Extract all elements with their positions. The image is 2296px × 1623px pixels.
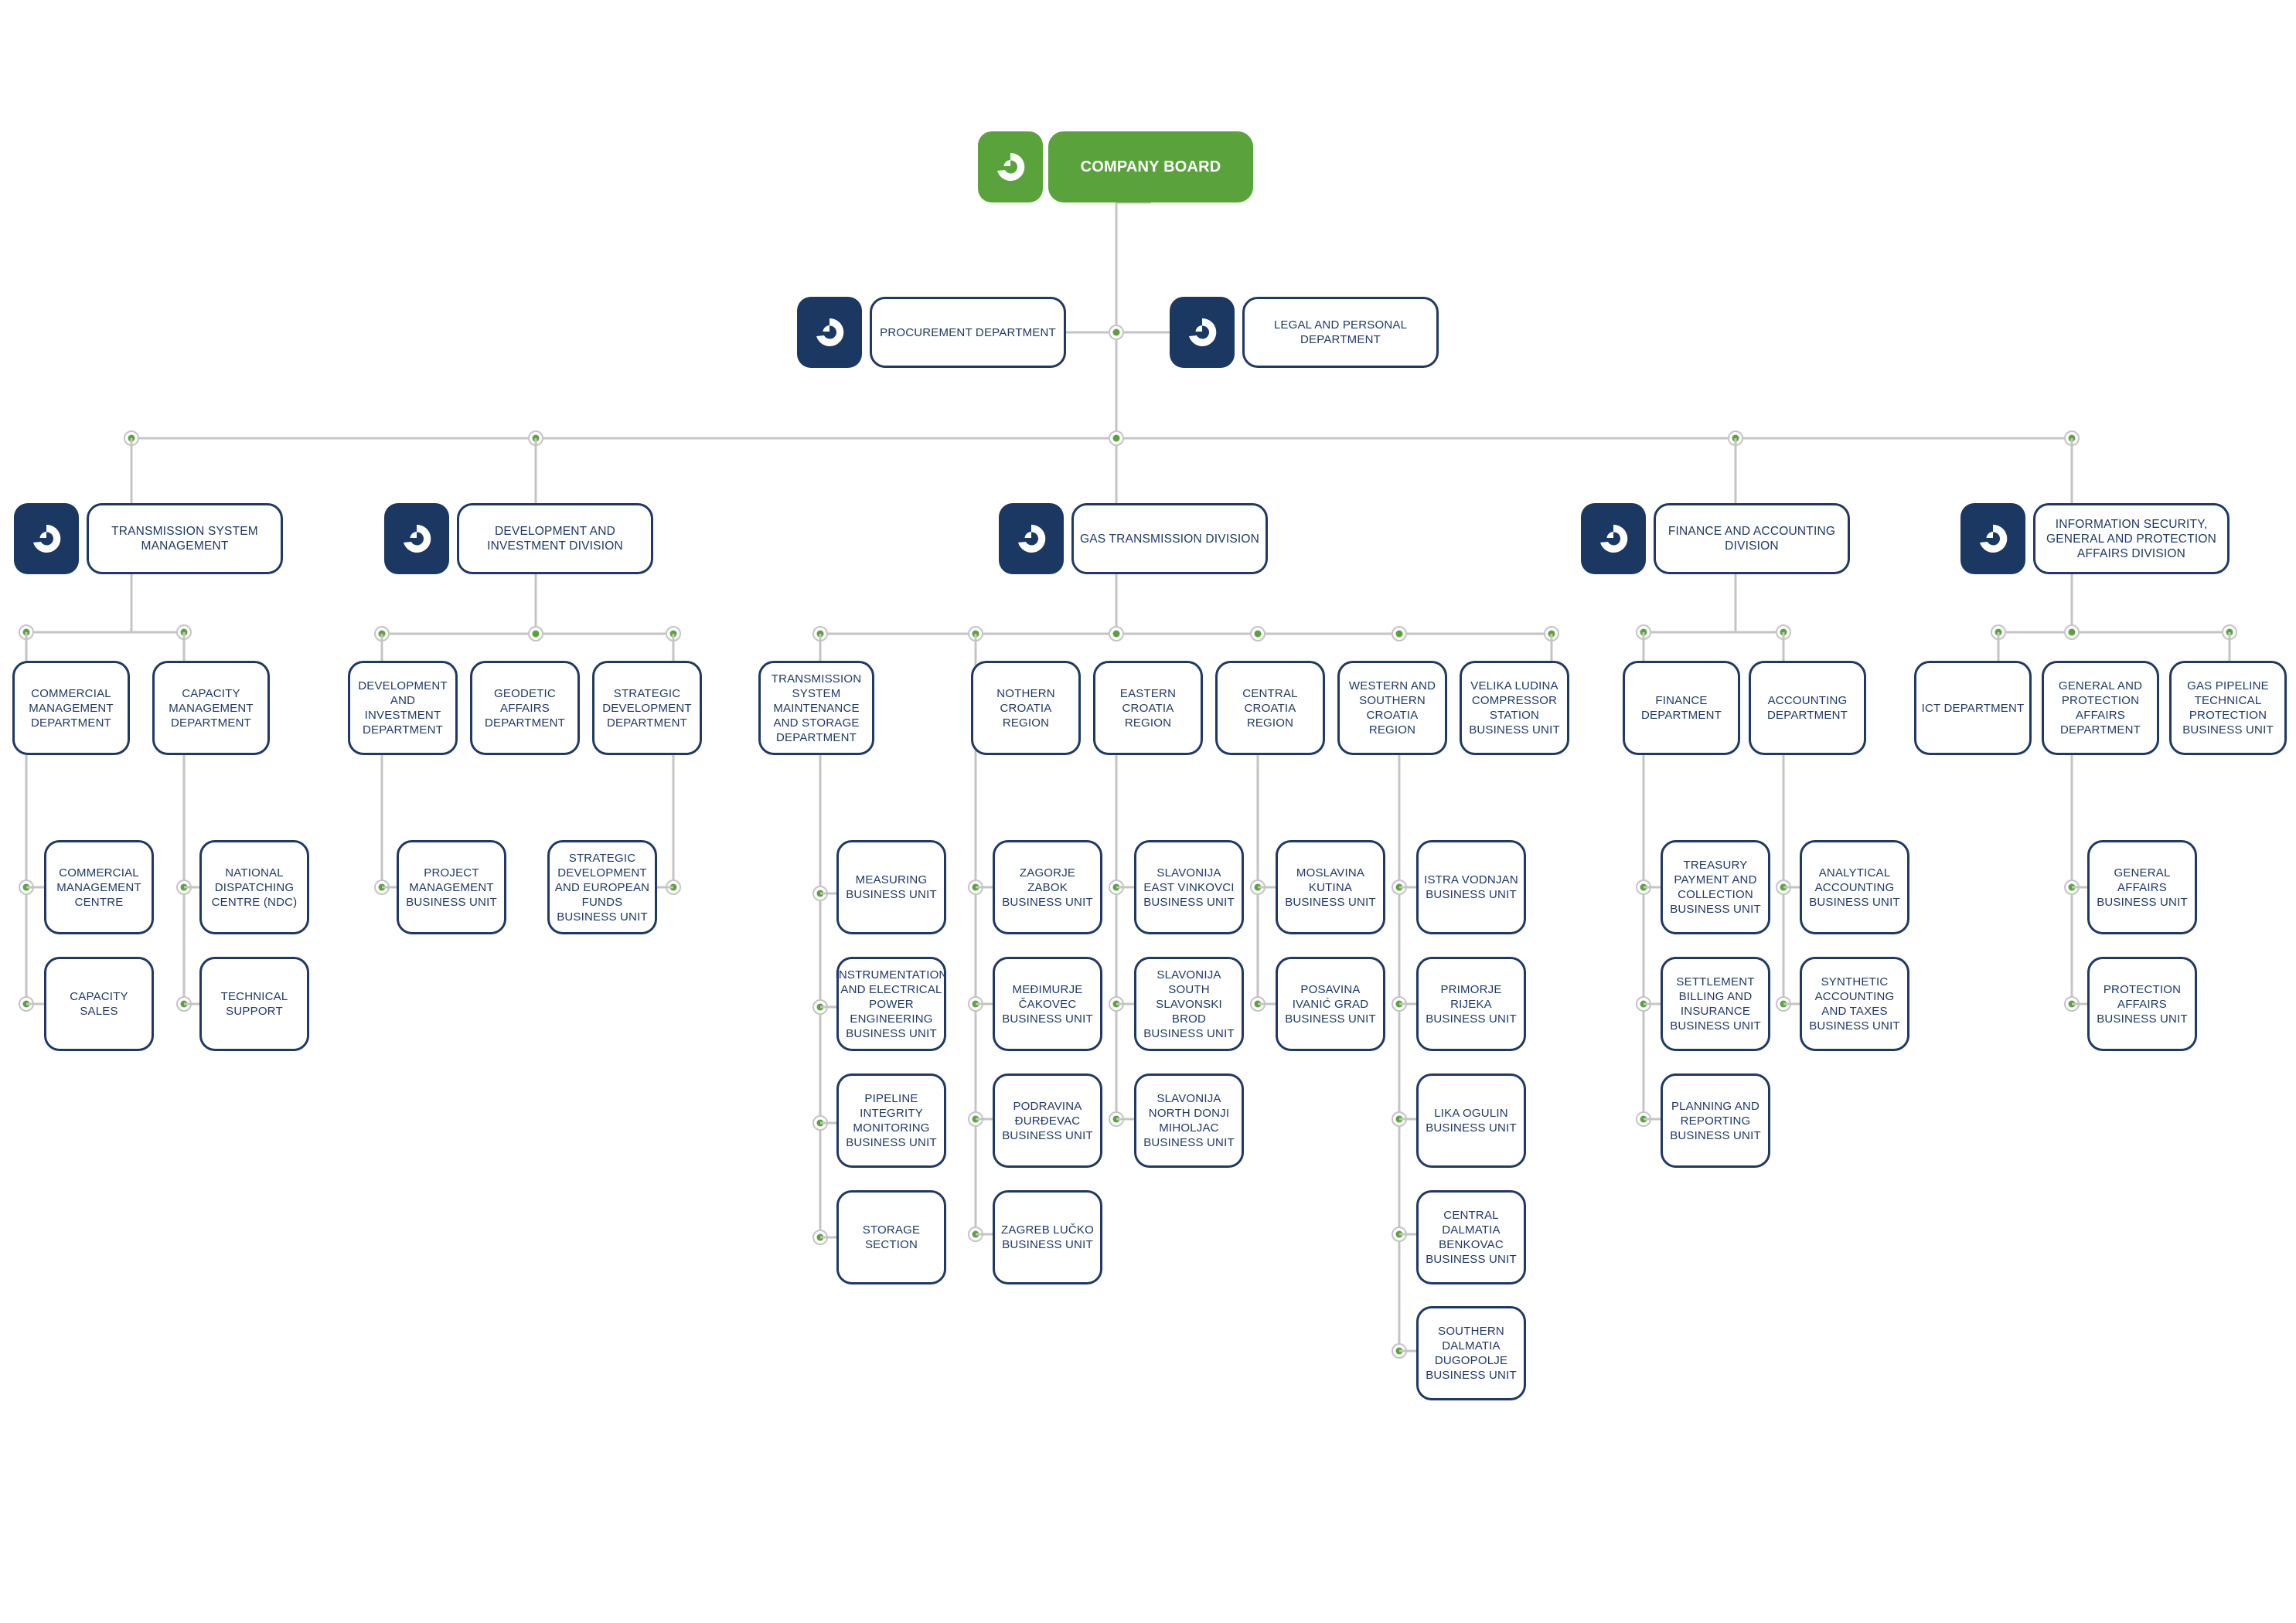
primorje-unit-box[interactable]: PRIMORJE RIJEKA BUSINESS UNIT [1416,957,1526,1051]
logo-mark [1018,524,1046,553]
southern-dalmatia-unit-box[interactable]: SOUTHERN DALMATIA DUGOPOLJE BUSINESS UNI… [1416,1306,1526,1400]
analytical-accounting-unit-box[interactable]: ANALYTICAL ACCOUNTING BUSINESS UNIT [1800,840,1909,934]
junction-dot-core [2068,628,2076,636]
measuring-unit-box[interactable]: MEASURING BUSINESS UNIT [836,840,946,934]
company-logo-icon [797,297,862,368]
junction-dot-core [1254,630,1262,638]
infosec-general-protection-division-box[interactable]: INFORMATION SECURITY, GENERAL AND PROTEC… [2033,503,2230,574]
company-logo-icon [14,503,79,574]
company-logo-icon [978,131,1043,202]
development-investment-division-box[interactable]: DEVELOPMENT AND INVESTMENT DIVISION [457,503,653,574]
junction-dot-core [1395,630,1403,638]
national-dispatching-centre-box[interactable]: NATIONAL DISPATCHING CENTRE (NDC) [199,840,309,934]
logo-mark [33,524,61,553]
slavonija-south-unit-box[interactable]: SLAVONIJA SOUTH SLAVONSKI BROD BUSINESS … [1134,957,1244,1051]
finance-department-box[interactable]: FINANCE DEPARTMENT [1623,661,1740,755]
company-board-box[interactable]: COMPANY BOARD [1048,131,1253,202]
posavina-unit-box[interactable]: POSAVINA IVANIĆ GRAD BUSINESS UNIT [1276,957,1385,1051]
moslavina-unit-box[interactable]: MOSLAVINA KUTINA BUSINESS UNIT [1276,840,1385,934]
technical-support-box[interactable]: TECHNICAL SUPPORT [199,957,309,1051]
slavonija-north-unit-box[interactable]: SLAVONIJA NORTH DONJI MIHOLJAC BUSINESS … [1134,1073,1244,1168]
zagorje-unit-box[interactable]: ZAGORJE ZABOK BUSINESS UNIT [993,840,1102,934]
procurement-department-box[interactable]: PROCUREMENT DEPARTMENT [870,297,1066,368]
capacity-management-department-box[interactable]: CAPACITY MANAGEMENT DEPARTMENT [152,661,270,755]
junction-dot-core [1112,434,1120,442]
planning-reporting-unit-box[interactable]: PLANNING AND REPORTING BUSINESS UNIT [1661,1073,1770,1168]
ict-department-box[interactable]: ICT DEPARTMENT [1914,661,2032,755]
northern-croatia-region-box[interactable]: NOTHERN CROATIA REGION [971,661,1081,755]
company-logo-icon [1170,297,1235,368]
velika-ludina-compressor-station-box[interactable]: VELIKA LUDINA COMPRESSOR STATION BUSINES… [1460,661,1569,755]
transmission-system-management-box[interactable]: TRANSMISSION SYSTEM MANAGEMENT [87,503,283,574]
pipeline-integrity-unit-box[interactable]: PIPELINE INTEGRITY MONITORING BUSINESS U… [836,1073,946,1168]
medimurje-unit-box[interactable]: MEĐIMURJE ČAKOVEC BUSINESS UNIT [993,957,1102,1051]
synthetic-accounting-unit-box[interactable]: SYNTHETIC ACCOUNTING AND TAXES BUSINESS … [1800,957,1909,1051]
development-investment-department-box[interactable]: DEVELOPMENT AND INVESTMENT DEPARTMENT [348,661,458,755]
slavonija-east-unit-box[interactable]: SLAVONIJA EAST VINKOVCI BUSINESS UNIT [1134,840,1244,934]
transmission-maintenance-storage-department-box[interactable]: TRANSMISSION SYSTEM MAINTENANCE AND STOR… [758,661,874,755]
junction-dot-core [1112,630,1120,638]
general-affairs-unit-box[interactable]: GENERAL AFFAIRS BUSINESS UNIT [2087,840,2197,934]
logo-mark [997,152,1025,181]
eu-funds-unit-box[interactable]: STRATEGIC DEVELOPMENT AND EUROPEAN FUNDS… [547,840,657,934]
logo-mark [1600,524,1628,553]
accounting-department-box[interactable]: ACCOUNTING DEPARTMENT [1749,661,1866,755]
zagreb-unit-box[interactable]: ZAGREB LUČKO BUSINESS UNIT [993,1190,1102,1284]
junction-dot-core [1112,328,1120,336]
settlement-unit-box[interactable]: SETTLEMENT BILLING AND INSURANCE BUSINES… [1661,957,1770,1051]
lika-unit-box[interactable]: LIKA OGULIN BUSINESS UNIT [1416,1073,1526,1168]
podravina-unit-box[interactable]: PODRAVINA ĐURĐEVAC BUSINESS UNIT [993,1073,1102,1168]
storage-section-box[interactable]: STORAGE SECTION [836,1190,946,1284]
logo-mark [1189,318,1217,346]
company-logo-icon [1960,503,2025,574]
istra-unit-box[interactable]: ISTRA VODNJAN BUSINESS UNIT [1416,840,1526,934]
logo-mark [1980,524,2008,553]
company-logo-icon [999,503,1064,574]
eastern-croatia-region-box[interactable]: EASTERN CROATIA REGION [1093,661,1203,755]
finance-accounting-division-box[interactable]: FINANCE AND ACCOUNTING DIVISION [1654,503,1850,574]
commercial-management-department-box[interactable]: COMMERCIAL MANAGEMENT DEPARTMENT [12,661,130,755]
instrumentation-unit-box[interactable]: INSTRUMENTATION AND ELECTRICAL POWER ENG… [836,957,947,1051]
legal-personal-department-box[interactable]: LEGAL AND PERSONAL DEPARTMENT [1242,297,1439,368]
central-croatia-region-box[interactable]: CENTRAL CROATIA REGION [1215,661,1325,755]
geodetic-affairs-department-box[interactable]: GEODETIC AFFAIRS DEPARTMENT [470,661,580,755]
gas-transmission-division-box[interactable]: GAS TRANSMISSION DIVISION [1071,503,1268,574]
company-logo-icon [384,503,449,574]
protection-affairs-unit-box[interactable]: PROTECTION AFFAIRS BUSINESS UNIT [2087,957,2197,1051]
junction-dot-core [532,630,540,638]
gas-pipeline-protection-unit-box[interactable]: GAS PIPELINE TECHNICAL PROTECTION BUSINE… [2169,661,2287,755]
central-dalmatia-unit-box[interactable]: CENTRAL DALMATIA BENKOVAC BUSINESS UNIT [1416,1190,1526,1284]
western-southern-croatia-region-box[interactable]: WESTERN AND SOUTHERN CROATIA REGION [1337,661,1447,755]
general-protection-affairs-department-box[interactable]: GENERAL AND PROTECTION AFFAIRS DEPARTMEN… [2042,661,2159,755]
strategic-development-department-box[interactable]: STRATEGIC DEVELOPMENT DEPARTMENT [592,661,702,755]
treasury-unit-box[interactable]: TREASURY PAYMENT AND COLLECTION BUSINESS… [1661,840,1770,934]
commercial-management-centre-box[interactable]: COMMERCIAL MANAGEMENT CENTRE [44,840,154,934]
logo-mark [404,524,431,553]
company-logo-icon [1581,503,1646,574]
logo-mark [816,318,844,346]
project-management-unit-box[interactable]: PROJECT MANAGEMENT BUSINESS UNIT [397,840,506,934]
capacity-sales-box[interactable]: CAPACITY SALES [44,957,154,1051]
